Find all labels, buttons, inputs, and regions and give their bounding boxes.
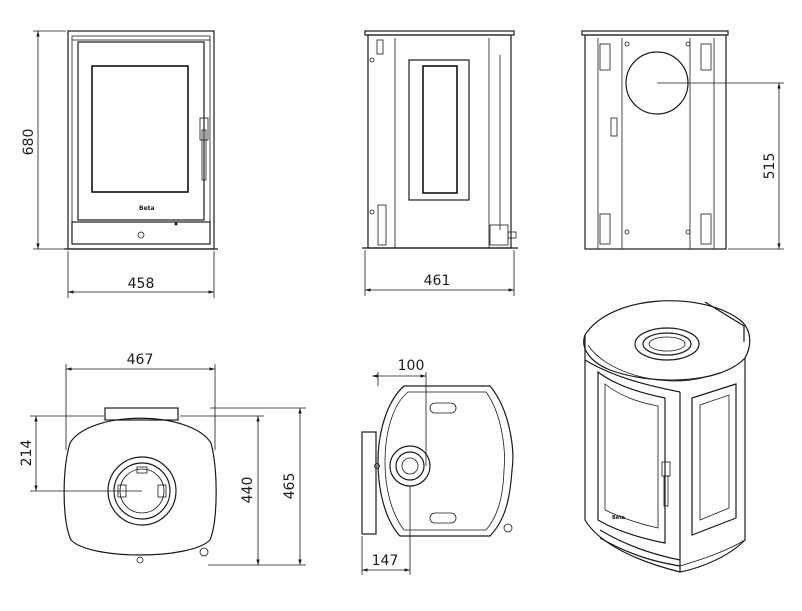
- top-view: [30, 407, 217, 564]
- bottom-offset-top-dimension: 100: [372, 358, 426, 386]
- front-height-dimension: 680: [21, 30, 66, 250]
- dim-461: 461: [424, 273, 451, 289]
- bottom-offset-side-dimension: 147: [361, 486, 411, 575]
- side-width-dimension: 461: [364, 250, 515, 296]
- dim-465: 465: [282, 473, 298, 500]
- bottom-view: [361, 372, 514, 537]
- dim-147: 147: [372, 553, 399, 569]
- dim-214: 214: [19, 440, 35, 467]
- dim-467: 467: [127, 352, 154, 368]
- side-view: [362, 30, 518, 249]
- front-width-dimension: 458: [67, 251, 215, 298]
- dim-458: 458: [128, 276, 155, 292]
- back-flue-dimension: 515: [728, 83, 784, 250]
- back-view: [581, 30, 784, 250]
- dim-440: 440: [240, 477, 256, 504]
- top-depth-dimensions: 440 465: [180, 407, 306, 566]
- svg-text:Beta: Beta: [612, 515, 625, 521]
- front-view: Beta: [64, 30, 218, 250]
- top-width-dimension: 467: [65, 352, 216, 450]
- top-offset-dimension: 214: [19, 415, 104, 491]
- dim-680: 680: [21, 129, 37, 156]
- svg-text:Beta: Beta: [139, 205, 155, 212]
- perspective-view: Beta: [583, 300, 751, 573]
- dim-515: 515: [762, 153, 778, 180]
- dim-100: 100: [398, 358, 425, 374]
